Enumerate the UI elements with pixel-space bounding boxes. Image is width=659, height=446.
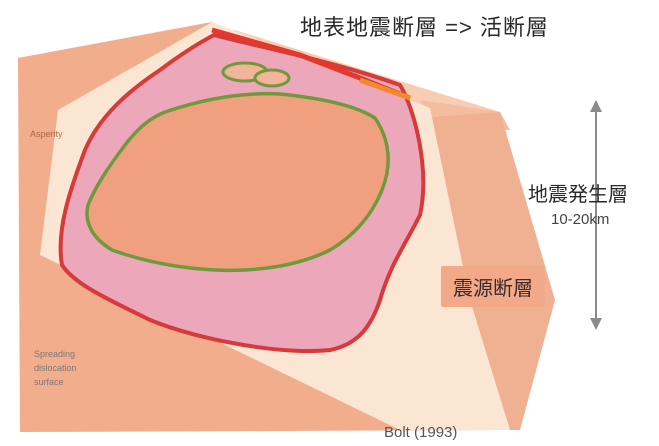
depth-arrow-up-icon	[590, 100, 602, 112]
depth-arrow-down-icon	[590, 318, 602, 330]
spreading-line-3: surface	[34, 375, 114, 389]
spreading-line-1: Spreading	[34, 347, 114, 361]
spreading-dislocation-label: Spreading dislocation surface	[34, 347, 114, 389]
asperity-label: Asperity	[30, 129, 63, 139]
page-title: 地表地震断層 => 活断層	[300, 10, 549, 42]
asperity-small-2	[255, 70, 289, 86]
source-fault-label: 震源断層	[441, 266, 545, 307]
depth-range-label: 10-20km	[551, 211, 609, 228]
source-credit: Bolt (1993)	[384, 424, 457, 441]
seismogenic-layer-label: 地震発生層	[528, 178, 628, 207]
spreading-line-2: dislocation	[34, 361, 114, 375]
